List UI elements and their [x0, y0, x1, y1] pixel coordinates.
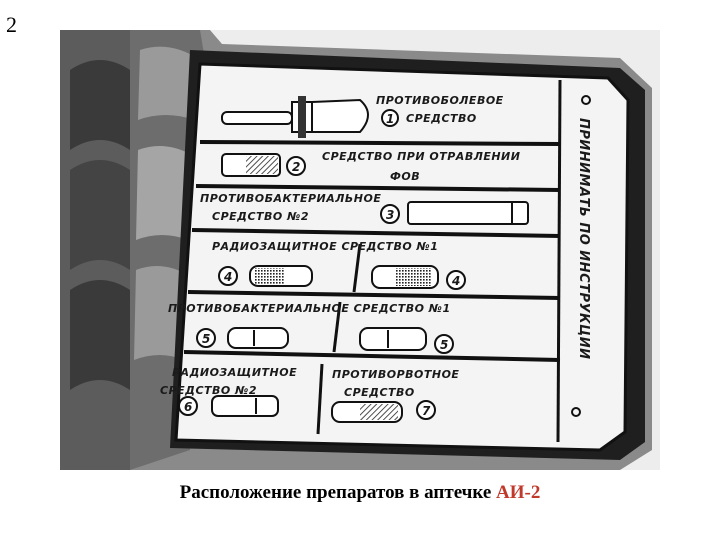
item-4-number-right: 4 [451, 274, 460, 288]
item-4-capsules: РАДИОЗАЩИТНОЕ СРЕДСТВО №1 4 4 [212, 240, 466, 290]
item-1-label-line-2: СРЕДСТВО [406, 112, 477, 125]
item-5-number-right: 5 [440, 338, 448, 352]
side-instruction: ПРИНИМАТЬ ПО ИНСТРУКЦИИ [571, 95, 591, 417]
side-instruction-text: ПРИНИМАТЬ ПО ИНСТРУКЦИИ [576, 118, 591, 359]
item-4-number-left: 4 [223, 270, 232, 284]
item-7-capsule: ПРОТИВОРВОТНОЕ СРЕДСТВО 7 [331, 368, 459, 423]
caption: Расположение препаратов в аптечке АИ-2 [0, 482, 720, 504]
item-5-number-left: 5 [202, 332, 210, 346]
item-3-tube: ПРОТИВОБАКТЕРИАЛЬНОЕ СРЕДСТВО №2 3 [200, 192, 529, 225]
item-3-label-line-1: ПРОТИВОБАКТЕРИАЛЬНОЕ [200, 192, 381, 205]
first-aid-kit-illustration: ПРОТИВОБОЛЕВОЕ СРЕДСТВО 1 2 СРЕДСТВО ПРИ… [60, 30, 660, 470]
item-2-label-line-2: ФОВ [390, 170, 420, 183]
item-5-label: ПРОТИВОБАКТЕРИАЛЬНОЕ СРЕДСТВО №1 [168, 302, 451, 315]
item-3-number: 3 [386, 208, 394, 222]
item-2-capsule: 2 СРЕДСТВО ПРИ ОТРАВЛЕНИИ ФОВ [221, 150, 520, 183]
kit-drawing: ПРОТИВОБОЛЕВОЕ СРЕДСТВО 1 2 СРЕДСТВО ПРИ… [60, 30, 652, 470]
item-7-label-line-1: ПРОТИВОРВОТНОЕ [332, 368, 459, 381]
item-5-capsules: ПРОТИВОБАКТЕРИАЛЬНОЕ СРЕДСТВО №1 5 5 [168, 302, 454, 354]
item-6-number: 6 [184, 400, 192, 414]
item-1-number: 1 [386, 112, 394, 126]
slide-number: 2 [6, 12, 17, 37]
item-7-number: 7 [422, 404, 431, 418]
item-6-label-line-1: РАДИОЗАЩИТНОЕ [172, 366, 297, 379]
item-4-label: РАДИОЗАЩИТНОЕ СРЕДСТВО №1 [212, 240, 438, 253]
item-6-label-line-2: СРЕДСТВО №2 [160, 384, 257, 397]
caption-accent: АИ-2 [496, 482, 541, 503]
caption-main: Расположение препаратов в аптечке [179, 482, 492, 503]
item-3-label-line-2: СРЕДСТВО №2 [212, 210, 309, 223]
item-2-number: 2 [292, 160, 300, 174]
item-1-label-line-1: ПРОТИВОБОЛЕВОЕ [376, 94, 504, 107]
item-7-label-line-2: СРЕДСТВО [344, 386, 415, 399]
item-2-label-line-1: СРЕДСТВО ПРИ ОТРАВЛЕНИИ [322, 150, 520, 163]
item-1-syringe: ПРОТИВОБОЛЕВОЕ СРЕДСТВО 1 [221, 94, 504, 138]
item-6-capsule: РАДИОЗАЩИТНОЕ СРЕДСТВО №2 6 [160, 366, 297, 417]
